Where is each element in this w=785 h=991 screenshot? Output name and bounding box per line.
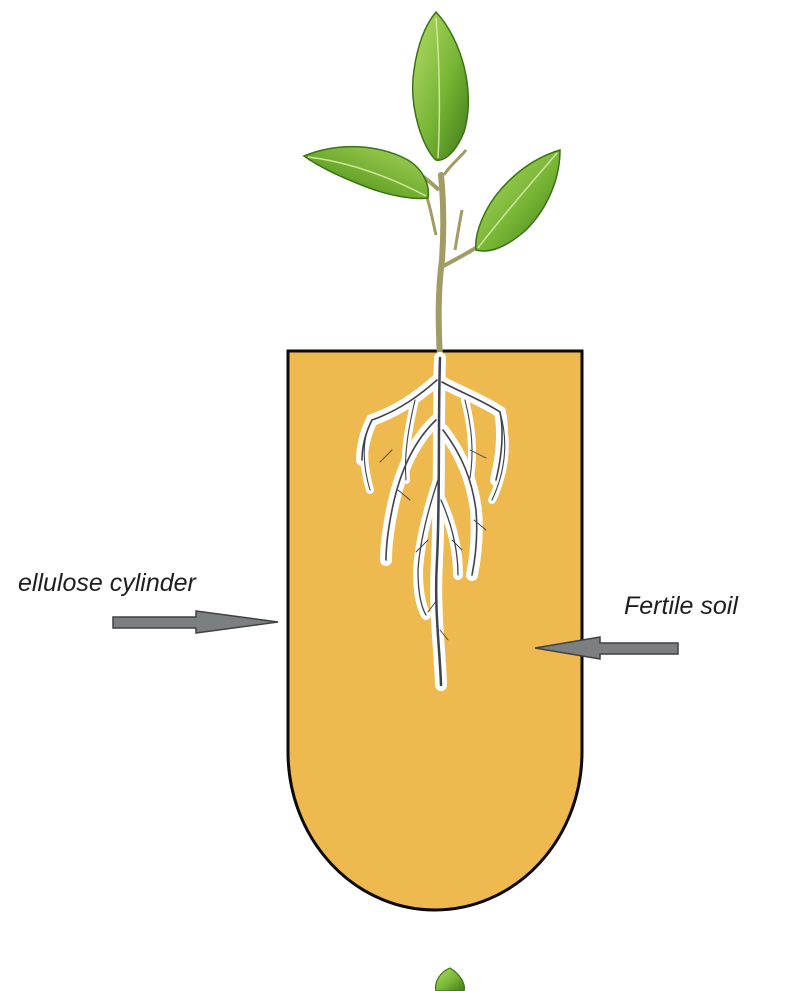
cylinder-arrow-icon — [113, 611, 278, 633]
soil-label: Fertile soil — [624, 592, 739, 620]
cylinder-label: ellulose cylinder — [18, 569, 198, 597]
seedling-icon — [304, 12, 560, 358]
second-seedling-icon — [436, 968, 465, 991]
